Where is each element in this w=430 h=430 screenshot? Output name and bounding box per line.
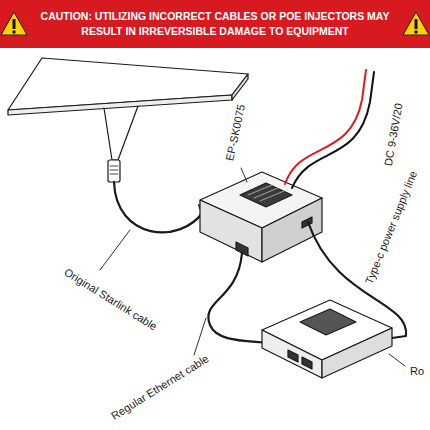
router-port: [302, 357, 312, 369]
grille-lines: [248, 185, 284, 201]
warning-icons: [0, 0, 430, 48]
plug-grip: [110, 166, 118, 174]
power-label: DC 9-36V/20: [382, 103, 406, 168]
leader-line: [100, 230, 130, 270]
warning-triangle: [1, 12, 27, 35]
triangle-shape: [403, 12, 429, 35]
exclamation-bar: [13, 19, 16, 29]
warning-triangle: [403, 12, 429, 35]
exclamation-dot: [12, 30, 15, 33]
exclamation-bar: [415, 19, 418, 29]
cable-label: Original Starlink cable: [61, 266, 159, 334]
router-left-face: [262, 330, 322, 378]
label-anchor: EP-SK0075: [224, 104, 249, 163]
router-right-face: [322, 328, 392, 378]
label-anchor: Ro: [410, 365, 424, 378]
router-port: [288, 350, 298, 362]
dish-stand: [104, 106, 138, 160]
dc-red-wire: [285, 70, 366, 184]
leader-line: [241, 168, 247, 182]
device-grille: [240, 183, 292, 207]
router-grille: [300, 309, 356, 335]
device-left-face: [200, 200, 262, 262]
warning-banner: CAUTION: UTILIZING INCORRECT CABLES OR P…: [0, 0, 430, 48]
device-right-face: [262, 198, 322, 262]
dish-side: [232, 74, 248, 100]
exclamation-dot: [414, 30, 417, 33]
dish-plug: [108, 160, 120, 182]
cable-label: Type-c power supply line: [363, 169, 421, 286]
triangle-shape: [1, 12, 27, 35]
leader-line: [389, 354, 405, 366]
leader-line: [194, 318, 206, 355]
label-anchor: Type-c power supply line: [363, 169, 421, 286]
label-anchor: DC 9-36V/20: [382, 103, 406, 168]
label-anchor: Original Starlink cable: [61, 266, 159, 334]
dish-edge: [8, 95, 232, 115]
starlink-cable: [114, 182, 203, 232]
label-anchor: Regular Ethernet cable: [109, 353, 211, 424]
part-label: EP-SK0075: [224, 104, 249, 163]
cable-label: Regular Ethernet cable: [109, 353, 211, 424]
warning-text: CAUTION: UTILIZING INCORRECT CABLES OR P…: [29, 9, 401, 39]
dc-black-wire: [292, 72, 374, 188]
part-label: Ro: [410, 365, 424, 378]
